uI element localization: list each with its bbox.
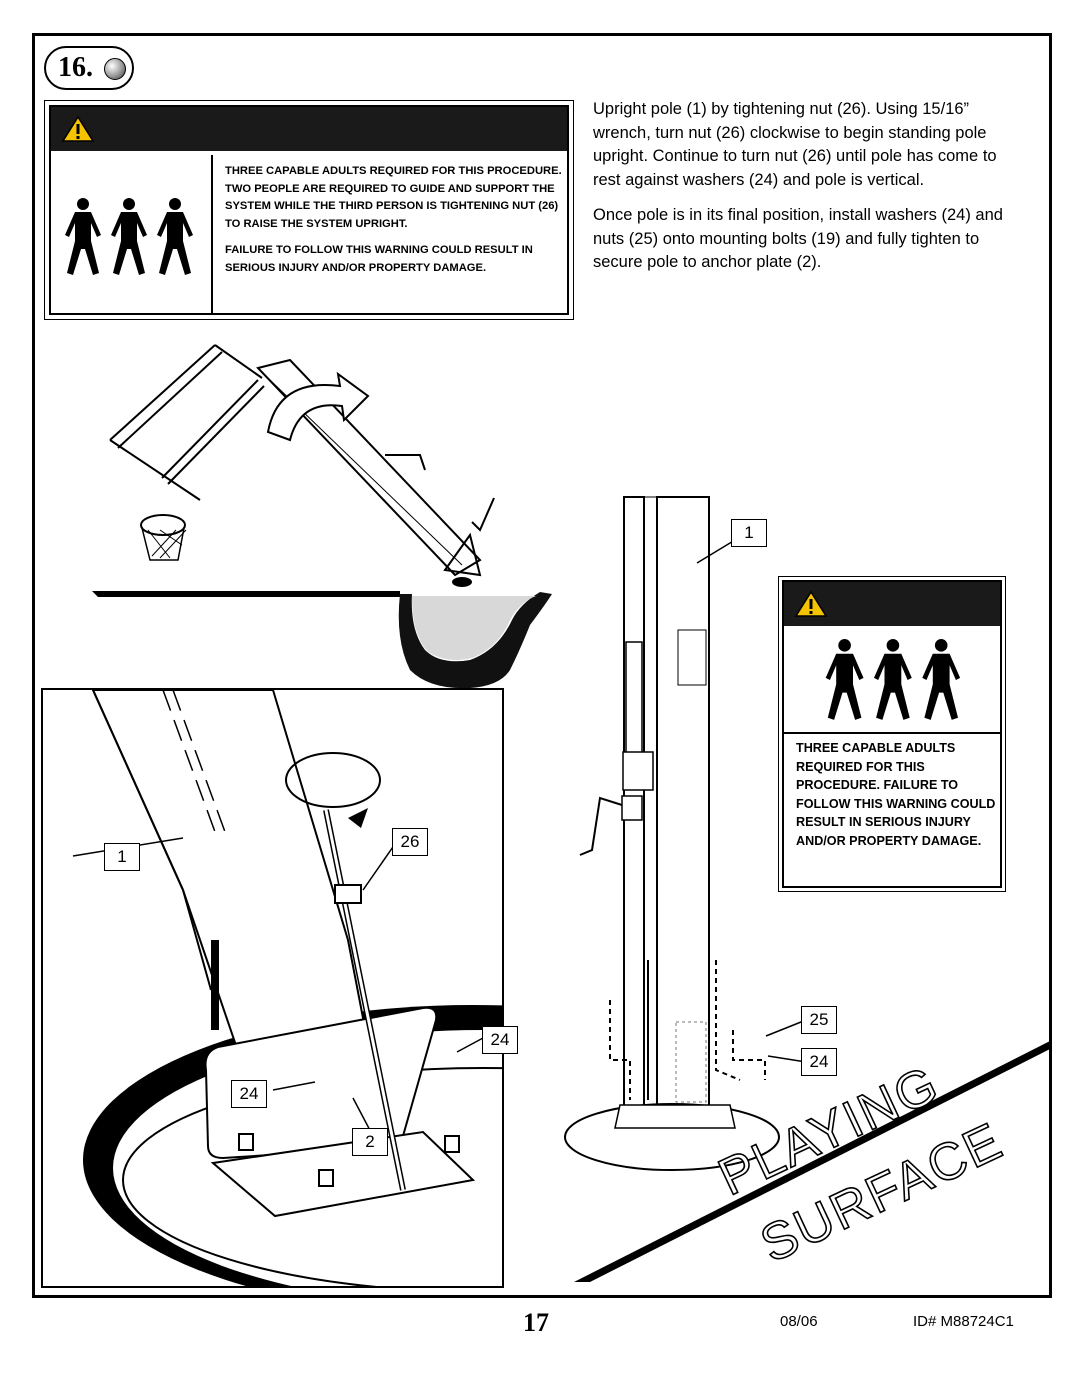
warning-triangle-icon (794, 590, 828, 617)
page-frame (32, 33, 1052, 1298)
detail-view-box (41, 688, 504, 1288)
callout-washer-24-left: 24 (231, 1080, 267, 1108)
callout-washer-24-right: 24 (482, 1026, 518, 1054)
step-number: 16. (58, 52, 93, 83)
warning-box-top: THREE CAPABLE ADULTS REQUIRED FOR THIS P… (44, 100, 574, 320)
callout-nut-25: 25 (801, 1006, 837, 1034)
page-number: 17 (523, 1308, 549, 1337)
document-id: ID# M88724C1 (913, 1313, 1014, 1330)
warning-box-right: THREE CAPABLE ADULTS REQUIRED FOR THIS P… (778, 576, 1006, 892)
footer-date: 08/06 (780, 1313, 818, 1330)
callout-pole-detail: 1 (104, 843, 140, 871)
warning-header (51, 107, 567, 151)
detail-anchor-illustration (72, 690, 502, 1286)
bullet-ball-icon (104, 58, 126, 80)
warning-text-1: THREE CAPABLE ADULTS REQUIRED FOR THIS P… (225, 165, 562, 230)
warning-triangle-icon (61, 115, 95, 142)
warning-text-2: FAILURE TO FOLLOW THIS WARNING COULD RES… (225, 244, 533, 274)
three-people-icon (825, 639, 961, 720)
instructions: Upright pole (1) by tightening nut (26).… (593, 98, 1023, 287)
warning-header (784, 582, 1000, 626)
instruction-paragraph-2: Once pole is in its final position, inst… (593, 206, 1003, 271)
callout-washer-24: 24 (801, 1048, 837, 1076)
callout-nut-26: 26 (392, 828, 428, 856)
instruction-paragraph-1: Upright pole (1) by tightening nut (26).… (593, 100, 997, 189)
warning-divider (784, 732, 1000, 734)
callout-anchor-plate-2: 2 (352, 1128, 388, 1156)
warning-divider (211, 155, 213, 313)
callout-pole-right: 1 (731, 519, 767, 547)
step-badge: 16. (44, 46, 134, 90)
three-people-icon (65, 198, 193, 275)
warning-text: THREE CAPABLE ADULTS REQUIRED FOR THIS P… (796, 741, 996, 848)
warning-text: THREE CAPABLE ADULTS REQUIRED FOR THIS P… (225, 163, 565, 286)
